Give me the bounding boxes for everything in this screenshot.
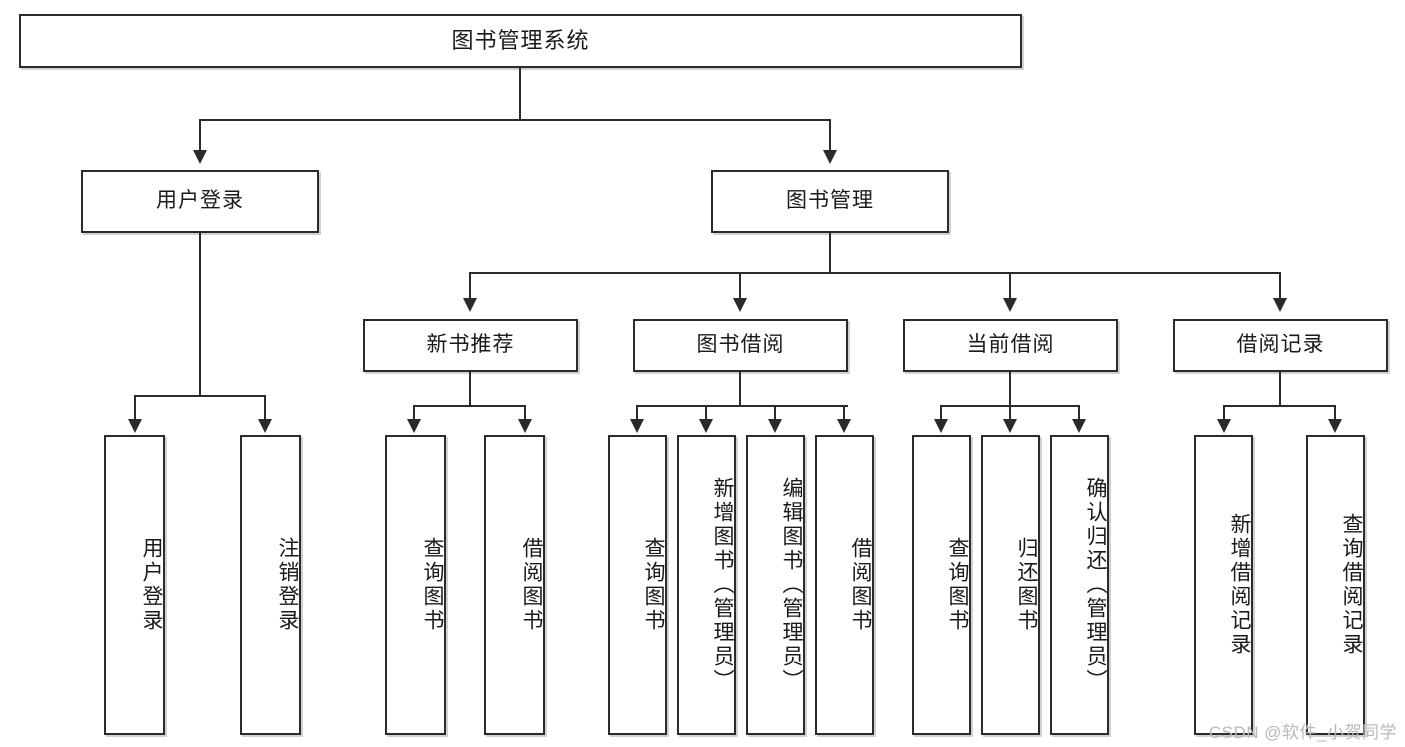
leaf-return-book[interactable]: 归还图书 <box>981 435 1040 735</box>
node-label: 新增图书（管理员） <box>711 477 734 693</box>
edge-to-leaf-borrow-book-1 <box>524 405 526 422</box>
edge-to-leaf-borrow-book-2 <box>843 405 845 422</box>
node-label: 新书推荐 <box>426 333 515 357</box>
arrow-to-leaf-logout <box>258 419 272 433</box>
edge-to-book-management <box>829 119 831 153</box>
node-label: 注销登录 <box>276 537 299 633</box>
leaf-add-record[interactable]: 新增借阅记录 <box>1194 435 1253 735</box>
arrow-to-leaf-query-record <box>1328 419 1342 433</box>
arrow-to-leaf-query-book-2 <box>630 419 644 433</box>
leaf-user-login[interactable]: 用户登录 <box>104 435 165 735</box>
edge-new-book-recommend-stem <box>469 372 471 406</box>
edge-book-borrow-stem <box>739 372 741 406</box>
node-label: 图书管理 <box>786 189 874 213</box>
node-label: 借阅记录 <box>1236 333 1325 357</box>
leaf-query-record[interactable]: 查询借阅记录 <box>1306 435 1365 735</box>
leaf-edit-book[interactable]: 编辑图书（管理员） <box>746 435 805 735</box>
leaf-query-book-2[interactable]: 查询图书 <box>608 435 667 735</box>
node-current-borrow[interactable]: 当前借阅 <box>903 319 1118 372</box>
arrow-to-leaf-return-book <box>1003 419 1017 433</box>
edge-to-leaf-query-record <box>1334 405 1336 422</box>
edge-book-borrow-bar <box>636 405 848 407</box>
edge-book-management-stem <box>829 233 831 273</box>
arrow-to-book-borrow <box>733 298 747 312</box>
edge-user-login-stem <box>199 233 201 396</box>
arrow-to-leaf-query-book-1 <box>407 419 421 433</box>
arrow-to-leaf-borrow-book-1 <box>518 419 532 433</box>
edge-borrow-record-stem <box>1279 372 1281 406</box>
edge-to-leaf-add-record <box>1223 405 1225 422</box>
arrow-to-user-login <box>193 150 207 164</box>
node-label: 新增借阅记录 <box>1228 513 1251 657</box>
edge-level2-bar <box>199 119 831 121</box>
node-label: 查询图书 <box>946 537 969 633</box>
edge-to-leaf-query-book-2 <box>636 405 638 422</box>
node-label: 编辑图书（管理员） <box>780 477 803 693</box>
edge-to-leaf-logout <box>264 395 266 422</box>
arrow-to-leaf-add-book <box>699 419 713 433</box>
node-label: 借阅图书 <box>849 537 872 633</box>
arrow-to-book-management <box>823 150 837 164</box>
edge-to-leaf-return-book <box>1009 405 1011 422</box>
arrow-to-leaf-user-login <box>128 419 142 433</box>
node-user-login[interactable]: 用户登录 <box>81 170 319 233</box>
edge-new-book-recommend-bar <box>413 405 526 407</box>
edge-to-leaf-edit-book <box>774 405 776 422</box>
node-label: 查询图书 <box>642 537 665 633</box>
node-label: 图书管理系统 <box>451 28 590 54</box>
edge-current-borrow-stem <box>1009 372 1011 406</box>
edge-to-borrow-record <box>1279 272 1281 301</box>
node-label: 确认归还（管理员） <box>1084 477 1107 693</box>
node-book-management[interactable]: 图书管理 <box>711 170 949 233</box>
leaf-add-book[interactable]: 新增图书（管理员） <box>677 435 736 735</box>
edge-root-stem <box>519 68 521 120</box>
arrow-to-leaf-edit-book <box>768 419 782 433</box>
node-borrow-record[interactable]: 借阅记录 <box>1173 319 1388 372</box>
edge-to-book-borrow <box>739 272 741 301</box>
leaf-query-book-3[interactable]: 查询图书 <box>912 435 971 735</box>
arrow-to-borrow-record <box>1273 298 1287 312</box>
edge-user-login-bar <box>134 395 266 397</box>
node-label: 图书借阅 <box>696 333 785 357</box>
edge-to-current-borrow <box>1009 272 1011 301</box>
edge-level3-bar <box>469 272 1281 274</box>
node-book-borrow[interactable]: 图书借阅 <box>633 319 848 372</box>
edge-to-leaf-user-login <box>134 395 136 422</box>
leaf-borrow-book-2[interactable]: 借阅图书 <box>815 435 874 735</box>
node-label: 归还图书 <box>1015 537 1038 633</box>
arrow-to-current-borrow <box>1003 298 1017 312</box>
node-label: 用户登录 <box>140 537 163 633</box>
edge-to-leaf-query-book-1 <box>413 405 415 422</box>
node-label: 查询借阅记录 <box>1340 513 1363 657</box>
arrow-to-leaf-add-record <box>1217 419 1231 433</box>
edge-to-new-book-recommend <box>469 272 471 301</box>
edge-to-leaf-query-book-3 <box>940 405 942 422</box>
arrow-to-leaf-borrow-book-2 <box>837 419 851 433</box>
leaf-confirm-return[interactable]: 确认归还（管理员） <box>1050 435 1109 735</box>
node-label: 用户登录 <box>156 189 244 213</box>
node-new-book-recommend[interactable]: 新书推荐 <box>363 319 578 372</box>
leaf-query-book-1[interactable]: 查询图书 <box>385 435 446 735</box>
node-label: 借阅图书 <box>520 537 543 633</box>
node-label: 当前借阅 <box>966 333 1055 357</box>
csdn-watermark: CSDN @软件_小贺同学 <box>1208 723 1397 742</box>
edge-to-user-login <box>199 119 201 153</box>
edge-borrow-record-bar <box>1223 405 1336 407</box>
leaf-borrow-book-1[interactable]: 借阅图书 <box>484 435 545 735</box>
arrow-to-leaf-query-book-3 <box>934 419 948 433</box>
edge-to-leaf-confirm-return <box>1078 405 1080 422</box>
arrow-to-new-book-recommend <box>463 298 477 312</box>
arrow-to-leaf-confirm-return <box>1072 419 1086 433</box>
node-label: 查询图书 <box>421 537 444 633</box>
node-root-system[interactable]: 图书管理系统 <box>19 14 1022 68</box>
leaf-logout[interactable]: 注销登录 <box>240 435 301 735</box>
edge-to-leaf-add-book <box>705 405 707 422</box>
